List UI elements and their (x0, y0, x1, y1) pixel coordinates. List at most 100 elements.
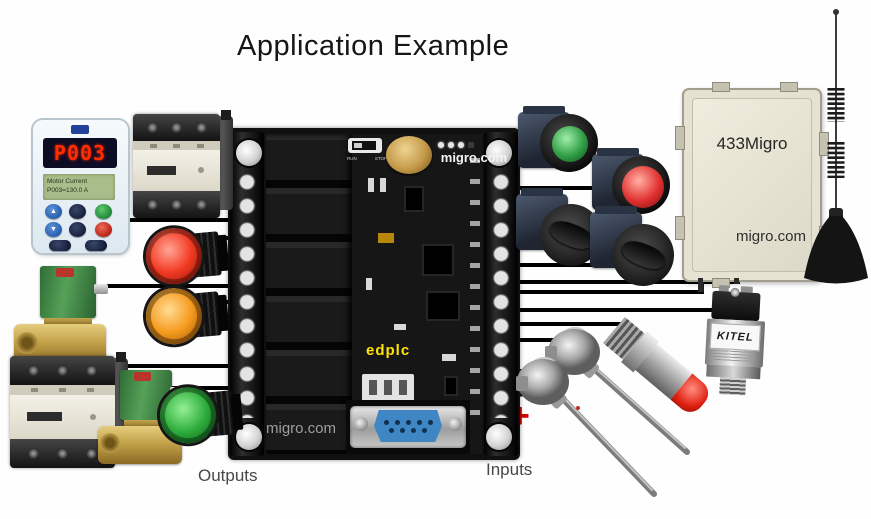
plc-chip-label: edplc (366, 342, 411, 359)
solenoid-valve-1 (14, 266, 108, 366)
label-strip (133, 141, 220, 151)
wire-output-contactor2 (120, 364, 254, 368)
corner-screw (486, 140, 512, 166)
connector-slot (384, 380, 392, 395)
prog-button (69, 204, 86, 219)
pilot-cap (230, 393, 244, 431)
valve-port (100, 433, 120, 453)
solenoid-valve-2 (98, 370, 183, 466)
selector-switch-2 (590, 206, 674, 288)
plc-brand-top: migro.com (440, 150, 508, 165)
outputs-label: Outputs (198, 466, 258, 485)
valve-bonnet (124, 420, 168, 428)
run-label: RUN (347, 156, 357, 161)
db9-dsub (374, 410, 442, 442)
terminal-screws (236, 170, 258, 418)
pushbutton-green (518, 106, 602, 176)
pilot-cap (216, 294, 230, 332)
corner-screw (486, 424, 512, 450)
plc-board: RUN STOP migro.com edplc (228, 128, 520, 460)
selector-knob (612, 224, 674, 286)
pilot-light-orange (143, 283, 233, 348)
jog-button (69, 222, 86, 237)
label-strip (10, 385, 115, 396)
connector-slot (369, 380, 377, 395)
selector-handle (546, 216, 596, 254)
lcd-line2: P003=130.0 A (47, 187, 89, 194)
enclosure-clip (712, 82, 730, 92)
contactor-body (133, 150, 220, 191)
enclosure-door (692, 98, 812, 272)
wire-input-radio-box-a (496, 280, 740, 284)
terminal-band (133, 190, 220, 218)
start-button (95, 204, 112, 219)
lcd-line1: Motor Current (47, 178, 88, 185)
temperature-controller: P003 Motor Current P003=130.0 A ▲ ▼ (33, 120, 128, 253)
keypad-button (85, 240, 107, 251)
terminal-band (133, 114, 220, 142)
up-button: ▲ (45, 204, 62, 219)
led (448, 142, 454, 148)
valve-red-button (56, 268, 74, 277)
lcd-display: Motor Current P003=130.0 A (43, 174, 115, 200)
input-led-column (470, 158, 480, 420)
ic-chip (406, 188, 422, 210)
stop-button (95, 222, 112, 237)
db9-screw (448, 417, 462, 431)
ic-chip (446, 378, 456, 394)
keypad-button (49, 240, 71, 251)
resistor (368, 178, 374, 192)
led (468, 142, 474, 148)
wire-input-button-red (496, 186, 630, 190)
pilot-cap (216, 234, 230, 272)
enclosure-leg (698, 278, 703, 292)
wireless-enclosure-433: 433Migro migro.com (675, 82, 829, 288)
enclosure-brand-label: migro.com (735, 228, 806, 245)
pilot-light-green (157, 382, 247, 447)
contactor-front (133, 114, 220, 218)
brand-logo (71, 125, 89, 134)
contactor-body (10, 395, 115, 439)
pushbutton-red (592, 146, 672, 218)
inductor (378, 233, 394, 243)
selector-handle (618, 236, 668, 274)
switch-slot (352, 141, 376, 150)
resistor (442, 354, 456, 361)
keypad: ▲ ▼ (41, 204, 121, 251)
led (458, 142, 464, 148)
seven-segment-display: P003 (43, 138, 117, 168)
contactor-side (217, 116, 233, 210)
terminal-band (10, 356, 115, 386)
wire-input-transducer (496, 308, 714, 312)
pin-row (374, 419, 442, 425)
button-cap-red (622, 166, 664, 208)
contactor-2 (10, 352, 128, 468)
wire-output-valve1 (96, 284, 254, 288)
input-terminal-strip (484, 132, 518, 456)
enclosure-clip (780, 82, 798, 92)
valve-red-button (134, 372, 151, 381)
connector-slot (399, 380, 407, 395)
run-stop-switch (348, 138, 382, 153)
wire-input-selector2 (496, 263, 614, 267)
enclosure-leg (734, 278, 739, 284)
button-cap-green (552, 126, 588, 162)
corner-screw (236, 140, 262, 166)
resistor (366, 278, 372, 290)
inputs-label: Inputs (486, 460, 533, 479)
pin-row (374, 427, 442, 433)
enclosure-hinge (675, 216, 685, 240)
thermocouple-1 (545, 327, 690, 455)
contactor-1 (133, 110, 233, 218)
capacitor (386, 136, 432, 174)
terminal-screws (490, 170, 512, 418)
switch-nub (354, 143, 362, 148)
thermocouple-2 (516, 357, 657, 497)
wire-input-radio-box-b (496, 290, 704, 294)
switch-labels: RUN STOP (347, 156, 387, 161)
mounting-ear (116, 352, 126, 362)
wire-output-controller (116, 218, 254, 222)
display-value: P003 (53, 141, 107, 165)
antenna (804, 9, 868, 284)
